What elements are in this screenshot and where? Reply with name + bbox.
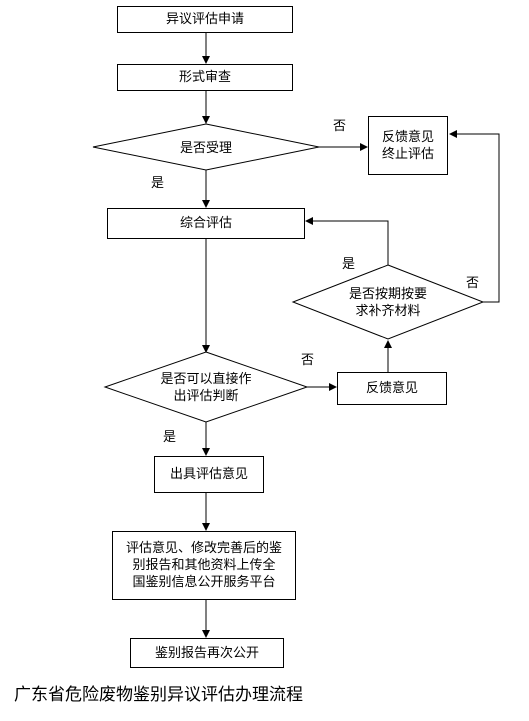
label-deadline-yes: 是 [342, 257, 356, 272]
label-accept-no: 否 [333, 119, 347, 134]
node-feedback: 反馈意见 [337, 372, 447, 405]
node-direct-question: 是否可以直接作 出评估判断 [160, 372, 252, 404]
label-deadline-no: 否 [466, 276, 480, 291]
node-issue-opinion: 出具评估意见 [154, 456, 264, 493]
node-republish: 鉴别报告再次公开 [130, 638, 284, 668]
diamond-deadline [291, 264, 485, 340]
label-direct-yes: 是 [163, 430, 177, 445]
arrow-deadline-yes [305, 217, 389, 265]
label-direct-no: 否 [301, 353, 315, 368]
figure-caption: 广东省危险废物鉴别异议评估办理流程 [14, 685, 303, 705]
arrow-deadline-no [449, 130, 500, 303]
diamond-direct [103, 351, 309, 423]
diamond-accept [92, 123, 320, 171]
node-accept-question: 是否受理 [179, 140, 232, 156]
node-deadline-question: 是否按期按要 求补齐材料 [348, 287, 427, 319]
label-accept-yes: 是 [151, 176, 165, 191]
node-apply: 异议评估申请 [117, 6, 293, 33]
node-comprehensive: 综合评估 [107, 208, 305, 239]
node-upload-platform: 评估意见、修改完善后的鉴 别报告和其他资料上传全 国鉴别信息公开服务平台 [112, 531, 296, 600]
node-feedback-end: 反馈意见 终止评估 [368, 116, 448, 175]
node-review: 形式审查 [117, 64, 293, 91]
